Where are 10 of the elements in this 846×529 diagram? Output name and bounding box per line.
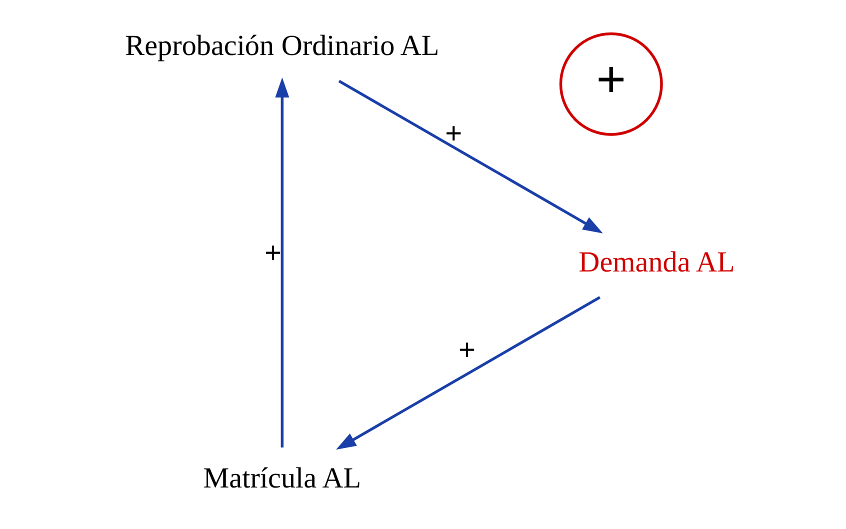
node-text: Reprobación Ordinario AL [125, 30, 440, 62]
node-text: Demanda AL [578, 246, 735, 278]
arrow [275, 77, 290, 448]
node-text: Matrícula AL [203, 462, 362, 495]
edge-label: + [264, 238, 282, 270]
edge-label: + [458, 334, 476, 366]
label: + [596, 50, 626, 108]
arrow [336, 296, 601, 450]
edge-label: + [445, 118, 462, 150]
arrow [338, 80, 603, 234]
